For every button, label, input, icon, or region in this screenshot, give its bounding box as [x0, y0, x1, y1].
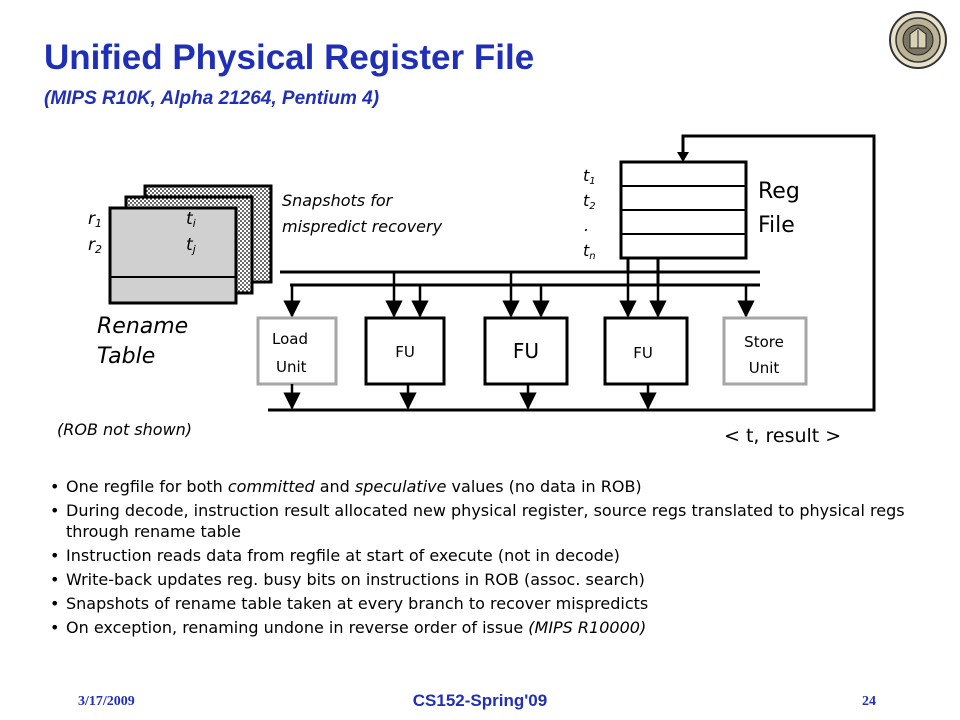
bullet-text: Snapshots of rename table taken at every…	[66, 594, 649, 613]
bullet-text: speculative	[354, 477, 447, 496]
footer-date: 3/17/2009	[78, 694, 135, 709]
bullet-item: One regfile for both committed and specu…	[48, 476, 928, 497]
rename-table-label-1: Rename	[97, 314, 188, 339]
footer-page-number: 24	[862, 694, 876, 709]
reg-entry-2: t2	[583, 191, 596, 212]
regfile-write-arrow	[677, 152, 689, 162]
reg-entry-4: tn	[583, 241, 596, 262]
rename-row-2-arch: r2	[88, 235, 102, 256]
store-unit-label-1: Store	[744, 333, 784, 351]
rename-table-label-2: Table	[97, 344, 155, 369]
slide-title: Unified Physical Register File	[44, 38, 535, 77]
rename-row-1-phys: ti	[186, 209, 196, 230]
bullet-list: One regfile for both committed and specu…	[48, 476, 928, 641]
fu-1	[364, 316, 446, 386]
store-unit-label-2: Unit	[749, 359, 780, 377]
snapshots-label-1: Snapshots for	[282, 191, 394, 210]
rename-row-2-phys: tj	[186, 235, 197, 256]
bullet-text: and	[314, 477, 355, 496]
bullet-item: On exception, renaming undone in reverse…	[48, 617, 928, 638]
reg-file	[619, 160, 748, 260]
rename-row-1-arch: r1	[88, 209, 102, 230]
reg-file-label-2: File	[758, 213, 795, 238]
fu-3-label: FU	[633, 344, 653, 362]
bullet-item: Snapshots of rename table taken at every…	[48, 593, 928, 614]
load-unit-label-2: Unit	[276, 358, 307, 376]
bullet-text: (MIPS R10000)	[528, 618, 647, 637]
fu-2-label: FU	[513, 339, 539, 363]
rename-table	[108, 206, 238, 305]
bullet-text: Instruction reads data from regfile at s…	[66, 546, 620, 565]
read-buses	[280, 258, 760, 287]
bullet-item: Write-back updates reg. busy bits on ins…	[48, 569, 928, 590]
bullet-text: values (no data in ROB)	[446, 477, 642, 496]
result-bus-label: < t, result >	[724, 425, 841, 447]
bullet-text: One regfile for both	[66, 477, 228, 496]
bullet-item: Instruction reads data from regfile at s…	[48, 545, 928, 566]
load-unit-label-1: Load	[272, 330, 308, 348]
snapshots-label-2: mispredict recovery	[282, 217, 443, 236]
slide-subtitle: (MIPS R10K, Alpha 21264, Pentium 4)	[44, 88, 380, 109]
bullet-text: During decode, instruction result alloca…	[66, 501, 905, 541]
reg-entry-1: t1	[583, 166, 596, 187]
bullet-text: On exception, renaming undone in reverse…	[66, 618, 529, 637]
store-unit	[722, 316, 808, 386]
university-seal-icon	[889, 11, 947, 69]
bullet-item: During decode, instruction result alloca…	[48, 500, 928, 542]
bullet-text: committed	[227, 477, 315, 496]
read-bus-taps	[283, 272, 755, 318]
bullet-text: Write-back updates reg. busy bits on ins…	[66, 570, 645, 589]
fu-2	[483, 316, 569, 386]
reg-file-label-1: Reg	[758, 179, 800, 204]
result-bus	[268, 134, 876, 412]
fu-3	[603, 316, 689, 386]
reg-entry-3: .	[584, 216, 589, 235]
footer-course: CS152-Spring'09	[412, 691, 548, 710]
load-unit	[256, 316, 338, 386]
rob-note: (ROB not shown)	[57, 420, 192, 439]
fu-1-label: FU	[395, 343, 415, 361]
